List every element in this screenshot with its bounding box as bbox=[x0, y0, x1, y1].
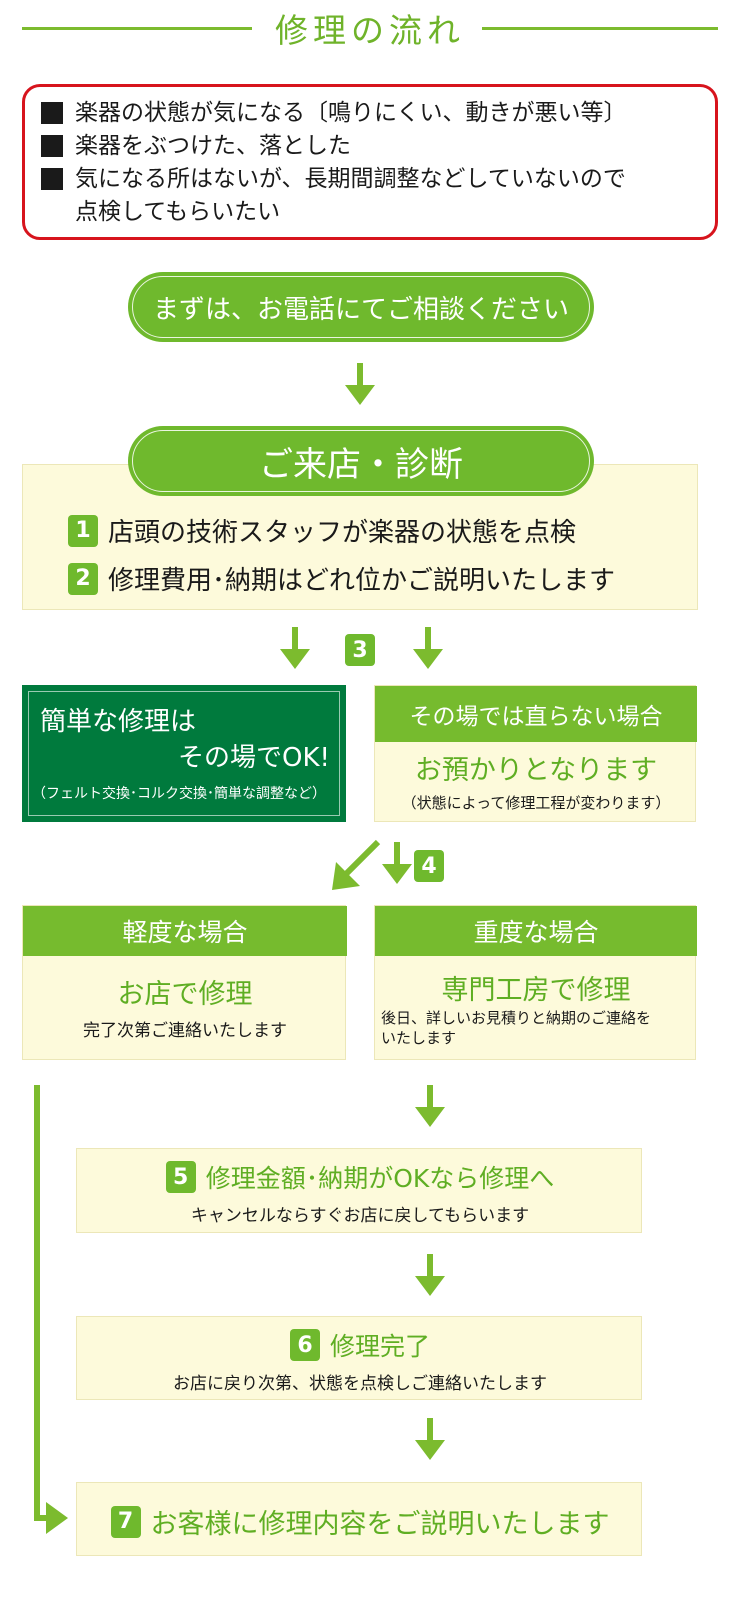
heavy-case-note: 後日、詳しいお見積りと納期のご連絡を いたします bbox=[381, 1009, 652, 1047]
bullet-square-icon bbox=[41, 168, 63, 190]
arrow-down-icon bbox=[345, 363, 375, 405]
step-number-badge: 6 bbox=[289, 1329, 320, 1361]
bullet-square-icon bbox=[41, 102, 63, 124]
step-number-badge: 4 bbox=[414, 850, 444, 882]
step-number-badge: 7 bbox=[110, 1505, 141, 1538]
bullet-square-icon bbox=[41, 135, 63, 157]
step-5-note: キャンセルならすぐお店に戻してもらいます bbox=[190, 1206, 530, 1226]
deposit-box: その場では直らない場合 お預かりとなります （状態によって修理工程が変わります） bbox=[374, 685, 697, 822]
step-number-badge: 1 bbox=[68, 514, 98, 547]
arrow-down-icon bbox=[415, 1085, 445, 1127]
deposit-main: お預かりとなります bbox=[414, 755, 658, 786]
light-case-header: 軽度な場合 bbox=[23, 906, 347, 956]
heavy-case-header: 重度な場合 bbox=[375, 906, 697, 956]
call-button[interactable]: まずは、お電話にてご相談ください bbox=[128, 272, 594, 342]
connector-line bbox=[34, 1515, 50, 1521]
header-rule-left bbox=[22, 27, 252, 30]
step-number-badge: 5 bbox=[165, 1161, 196, 1193]
simple-repair-line2: その場でOK! bbox=[178, 743, 330, 773]
page-title: 修理の流れ bbox=[0, 0, 740, 55]
heavy-case-box: 重度な場合 専門工房で修理 後日、詳しいお見積りと納期のご連絡を いたします bbox=[374, 905, 697, 1060]
simple-repair-note: （フェルト交換･コルク交換･簡単な調整など） bbox=[32, 786, 326, 802]
connector-line bbox=[34, 1085, 40, 1521]
step-6-note: お店に戻り次第、状態を点検しご連絡いたします bbox=[173, 1374, 547, 1394]
arrow-right-icon bbox=[46, 1502, 68, 1534]
arrow-down-icon bbox=[413, 627, 443, 669]
deposit-header: その場では直らない場合 bbox=[375, 686, 697, 742]
arrow-down-icon bbox=[415, 1418, 445, 1460]
simple-repair-box: 簡単な修理は その場でOK! （フェルト交換･コルク交換･簡単な調整など） bbox=[22, 685, 346, 822]
symptom-list: 楽器の状態が気になる〔鳴りにくい、動きが悪い等〕 楽器をぶつけた、落とした 気に… bbox=[22, 84, 718, 240]
light-case-note: 完了次第ご連絡いたします bbox=[83, 1021, 287, 1041]
step-1: 1 店頭の技術スタッフが楽器の状態を点検 bbox=[68, 512, 576, 549]
arrow-down-icon bbox=[415, 1254, 445, 1296]
visit-diagnosis-label: ご来店・診断 bbox=[128, 426, 594, 496]
symptom-item: 楽器の状態が気になる〔鳴りにくい、動きが悪い等〕 bbox=[41, 97, 701, 130]
simple-repair-line1: 簡単な修理は bbox=[40, 707, 197, 737]
deposit-note: （状態によって修理工程が変わります） bbox=[401, 794, 671, 812]
step-number-badge: 3 bbox=[345, 634, 375, 666]
arrow-down-icon bbox=[382, 842, 412, 884]
arrow-down-left-icon bbox=[332, 839, 381, 890]
light-case-box: 軽度な場合 お店で修理 完了次第ご連絡いたします bbox=[22, 905, 347, 1060]
symptom-item: 楽器をぶつけた、落とした bbox=[41, 130, 701, 163]
header-rule-right bbox=[482, 27, 718, 30]
heavy-case-main: 専門工房で修理 bbox=[441, 975, 631, 1006]
arrow-down-icon bbox=[280, 627, 310, 669]
light-case-main: お店で修理 bbox=[117, 979, 253, 1010]
step-number-badge: 2 bbox=[68, 562, 98, 595]
step-2: 2 修理費用･納期はどれ位かご説明いたします bbox=[68, 560, 615, 597]
symptom-item: 気になる所はないが、長期間調整などしていないので 点検してもらいたい bbox=[41, 163, 701, 229]
